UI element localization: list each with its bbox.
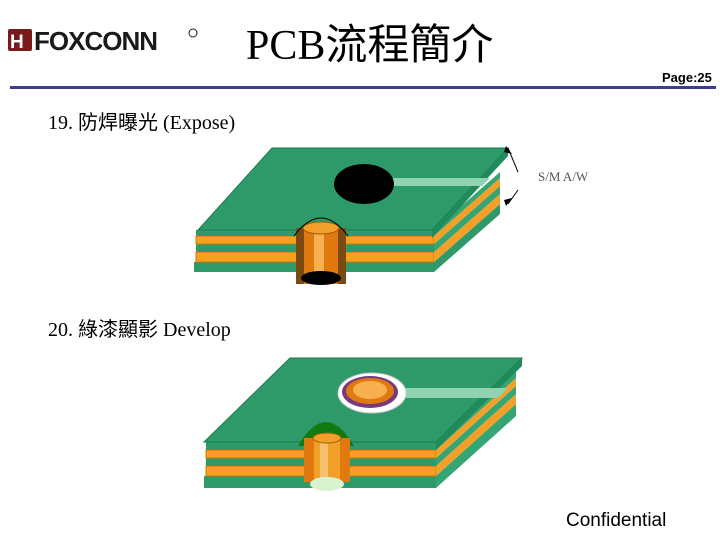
svg-text:H: H (10, 32, 24, 53)
confidential-label: Confidential (566, 510, 667, 531)
header-divider (10, 86, 716, 89)
step-19-label: 19. 防焊曝光 (Expose) (48, 112, 236, 134)
foxconn-logo-text: FOXCONN (34, 26, 157, 56)
trademark-icon (188, 28, 198, 38)
developed-via (298, 422, 354, 491)
plated-through-hole (293, 217, 349, 285)
step-20-label: 20. 綠漆顯影 Develop (48, 319, 231, 341)
exposure-mask-dot (334, 164, 394, 204)
surface-trace-2 (392, 388, 508, 398)
sm-aw-label: S/M A/W (538, 169, 589, 184)
foxconn-logo-mark (8, 29, 32, 51)
foxconn-logo: H FOXCONN (8, 26, 198, 56)
exposed-pad (337, 372, 407, 414)
page-number: Page:25 (662, 70, 712, 85)
page-title: PCB流程簡介 (246, 23, 494, 69)
surface-trace (368, 178, 490, 186)
